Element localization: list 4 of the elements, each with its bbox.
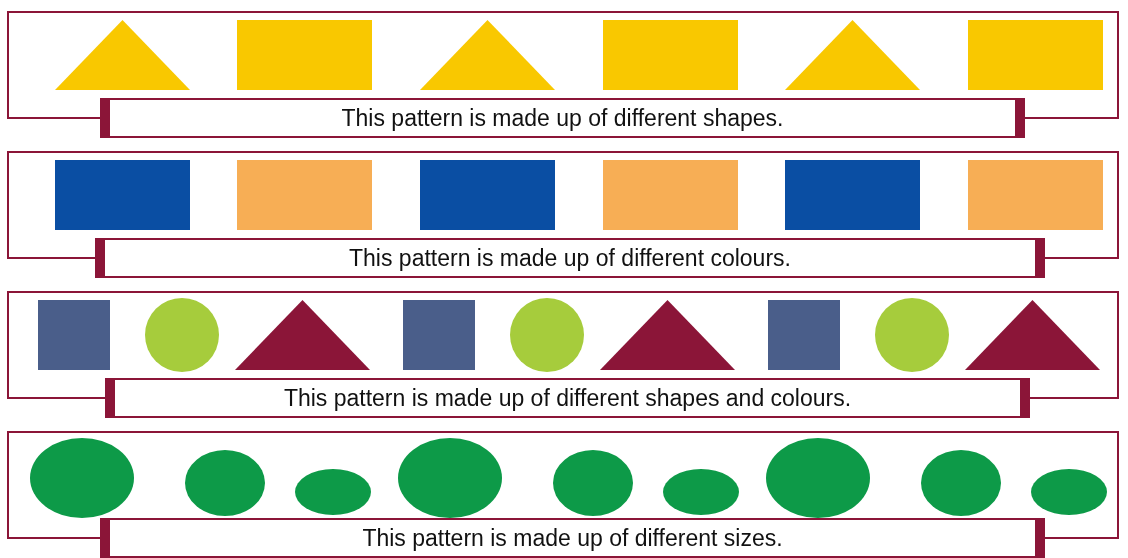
caption-box: This pattern is made up of different shapes. bbox=[100, 98, 1025, 138]
caption-box: This pattern is made up of different colours. bbox=[95, 238, 1045, 278]
caption-box: This pattern is made up of different sizes. bbox=[100, 518, 1045, 558]
caption-box: This pattern is made up of different shapes and colours. bbox=[105, 378, 1030, 418]
